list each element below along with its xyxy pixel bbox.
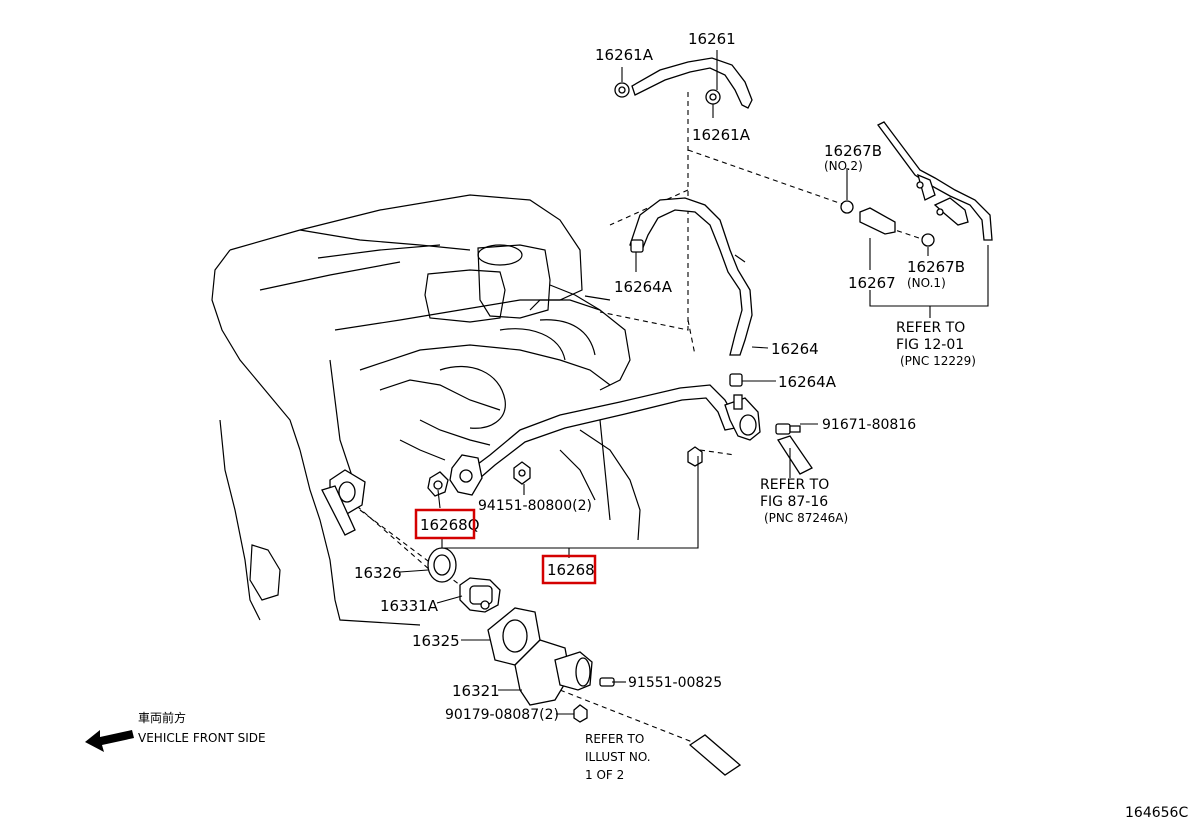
label-16267: 16267 bbox=[848, 274, 896, 292]
label-16261A-bottom: 16261A bbox=[692, 126, 751, 144]
label-16267B-no1: 16267B bbox=[907, 258, 965, 276]
svg-text:FIG 12-01: FIG 12-01 bbox=[896, 337, 964, 353]
label-16261A-top: 16261A bbox=[595, 46, 654, 64]
label-91671: 91671-80816 bbox=[822, 417, 916, 433]
label-16267B-no2-sub: (NO.2) bbox=[824, 159, 863, 173]
front-arrow-icon bbox=[85, 730, 134, 752]
bolt-91671[interactable] bbox=[775, 423, 801, 435]
svg-text:(PNC 12229): (PNC 12229) bbox=[900, 354, 976, 368]
label-16264A-mid: 16264A bbox=[778, 373, 837, 391]
label-90179: 90179-08087(2) bbox=[445, 707, 559, 723]
label-16267B-no1-sub: (NO.1) bbox=[907, 276, 946, 290]
svg-text:ILLUST NO.: ILLUST NO. bbox=[585, 750, 651, 764]
hose-16264[interactable] bbox=[629, 197, 753, 356]
svg-text:1 OF 2: 1 OF 2 bbox=[585, 768, 624, 782]
clamp-16267B-no1[interactable] bbox=[921, 233, 935, 247]
refer-fig-12-01: REFER TO FIG 12-01 (PNC 12229) bbox=[896, 320, 976, 368]
label-16261: 16261 bbox=[688, 30, 736, 48]
highlight-16268Q[interactable] bbox=[414, 508, 476, 540]
nut-94151[interactable] bbox=[513, 461, 531, 485]
bolt-91551[interactable] bbox=[599, 677, 615, 687]
label-16267B-no2: 16267B bbox=[824, 142, 882, 160]
nut-90179[interactable] bbox=[573, 704, 588, 723]
pipe-assy-right[interactable] bbox=[877, 121, 993, 241]
vehicle-front-indicator: 車両前方 VEHICLE FRONT SIDE bbox=[85, 710, 266, 752]
svg-text:REFER TO: REFER TO bbox=[896, 320, 965, 336]
hose-16261[interactable] bbox=[631, 57, 753, 109]
bracket-left bbox=[321, 469, 366, 536]
clamp-16267B-no2[interactable] bbox=[840, 200, 854, 214]
label-94151: 94151-80800(2) bbox=[478, 498, 592, 514]
leader-lines bbox=[399, 50, 989, 715]
gasket-16325[interactable] bbox=[487, 607, 541, 666]
flange-16268[interactable] bbox=[449, 454, 483, 496]
refer-illust-no: REFER TO ILLUST NO. 1 OF 2 bbox=[585, 732, 651, 782]
label-91551: 91551-00825 bbox=[628, 675, 722, 691]
label-16264: 16264 bbox=[771, 340, 819, 358]
svg-text:REFER TO: REFER TO bbox=[585, 732, 644, 746]
thermostat-16331A[interactable] bbox=[459, 577, 501, 613]
gasket-16268Q[interactable] bbox=[427, 471, 449, 497]
clamp-16264A-top[interactable] bbox=[630, 239, 644, 253]
svg-text:REFER TO: REFER TO bbox=[760, 477, 829, 493]
front-label-en: VEHICLE FRONT SIDE bbox=[138, 731, 266, 745]
label-16268: 16268 bbox=[547, 561, 595, 579]
label-16331A: 16331A bbox=[380, 597, 439, 615]
label-16268Q: 16268Q bbox=[420, 516, 480, 534]
clamp-16264A-mid[interactable] bbox=[729, 373, 743, 387]
clamp-16261A-top[interactable] bbox=[614, 82, 630, 98]
front-label-jp: 車両前方 bbox=[138, 710, 186, 725]
water-inlet-16321[interactable] bbox=[514, 639, 593, 706]
engine-block-outline bbox=[211, 194, 641, 626]
pipe-16268[interactable] bbox=[468, 384, 761, 479]
refer-fig-87-16: REFER TO FIG 87-16 (PNC 87246A) bbox=[760, 477, 848, 525]
svg-text:(PNC 87246A): (PNC 87246A) bbox=[764, 511, 848, 525]
label-16321: 16321 bbox=[452, 682, 500, 700]
gasket-16326[interactable] bbox=[427, 547, 457, 583]
label-16325: 16325 bbox=[412, 632, 460, 650]
clamp-16261A-bottom[interactable] bbox=[705, 89, 721, 105]
diagram-id: 164656C bbox=[1125, 805, 1188, 821]
label-16326: 16326 bbox=[354, 564, 402, 582]
callout-labels: 16261 16261A 16261A 16267B (NO.2) 16267B… bbox=[354, 30, 965, 723]
label-16264A-top: 16264A bbox=[614, 278, 673, 296]
nut-right[interactable] bbox=[687, 446, 703, 467]
svg-text:FIG 87-16: FIG 87-16 bbox=[760, 494, 828, 510]
highlight-16268[interactable] bbox=[541, 554, 597, 585]
hose-refer-illust bbox=[688, 734, 742, 776]
hose-16267[interactable] bbox=[859, 207, 896, 235]
hose-refer-fig87 bbox=[776, 435, 813, 475]
